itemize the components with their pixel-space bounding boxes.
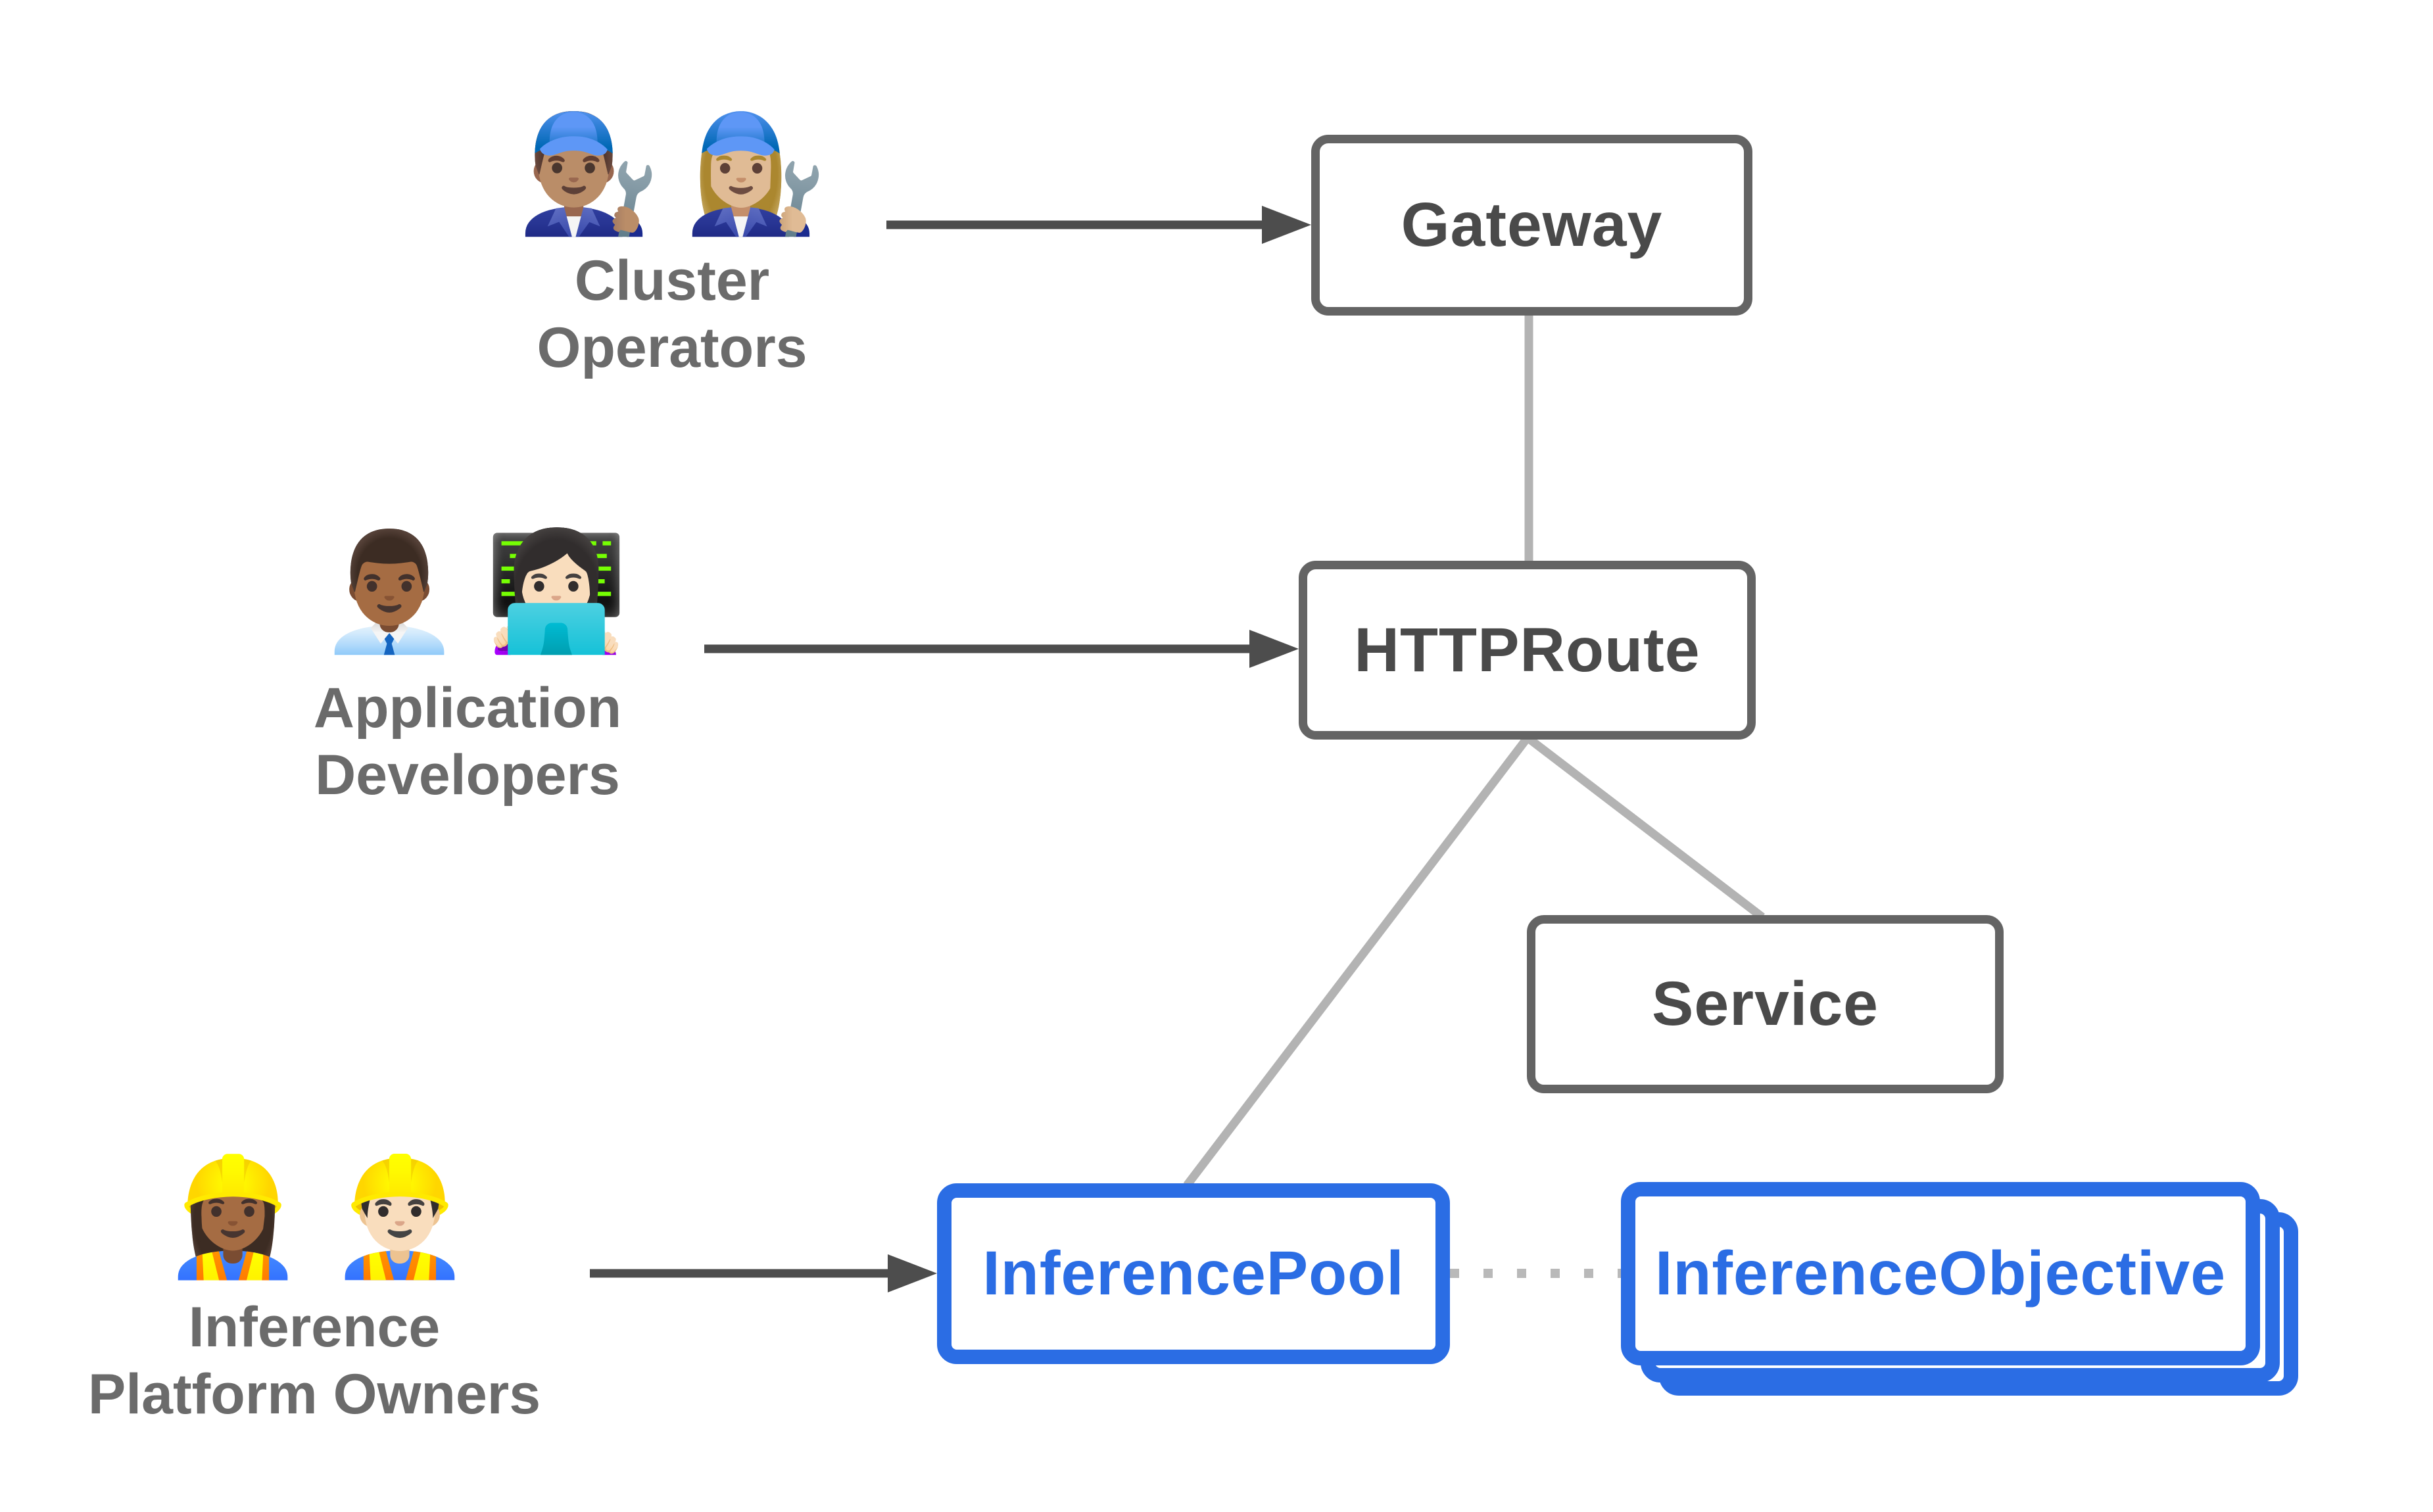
man-mechanic-emoji: 👨🏽‍🔧: [517, 110, 660, 238]
inference-platform-owners-label: Inference Platform Owners: [0, 1294, 775, 1428]
arrow-platform-owners-inferencepool: [590, 1254, 937, 1292]
node-httproute: HTTPRoute: [1299, 561, 1756, 740]
cluster-operators-label-line2: Operators: [537, 316, 807, 379]
application-developers-label-line2: Developers: [315, 744, 620, 807]
application-developers-label: Application Developers: [7, 674, 928, 809]
application-developers-label-line1: Application: [313, 676, 622, 740]
edge-httproute-inferencepool: [1183, 735, 1531, 1188]
service-label: Service: [1651, 969, 1879, 1039]
inference-platform-owners-label-line2: Platform Owners: [87, 1363, 541, 1426]
httproute-label: HTTPRoute: [1354, 615, 1700, 685]
arrow-cluster-operators-gateway: [886, 206, 1311, 244]
gateway-label: Gateway: [1401, 190, 1663, 260]
node-inferencepool: InferencePool: [937, 1183, 1450, 1364]
node-service: Service: [1527, 915, 2004, 1093]
cluster-operators-emoji-row: 👨🏽‍🔧 👩🏼‍🔧: [517, 115, 827, 233]
man-office-worker-emoji: 👨🏾‍💼: [318, 528, 461, 656]
inferenceobjective-label: InferenceObjective: [1654, 1239, 2227, 1308]
woman-mechanic-emoji: 👩🏼‍🔧: [684, 110, 827, 238]
node-inferenceobjective: InferenceObjective: [1621, 1182, 2260, 1365]
arrow-application-developers-httproute: [704, 630, 1299, 668]
man-construction-worker-emoji: 👷🏻‍♂️: [328, 1153, 471, 1281]
node-gateway: Gateway: [1311, 135, 1752, 316]
woman-construction-worker-emoji: 👷🏾‍♀️: [161, 1153, 304, 1281]
edge-httproute-service: [1525, 734, 1765, 921]
inference-platform-owners-emoji-row: 👷🏾‍♀️ 👷🏻‍♂️: [161, 1158, 471, 1277]
cluster-operators-label-line1: Cluster: [574, 249, 770, 312]
cluster-operators-label: Cluster Operators: [212, 247, 1132, 381]
application-developers-emoji-row: 👨🏾‍💼 👩🏻‍💻: [318, 533, 628, 651]
inference-platform-owners-label-line1: Inference: [188, 1296, 441, 1359]
woman-technologist-emoji: 👩🏻‍💻: [485, 528, 628, 656]
inferencepool-label: InferencePool: [982, 1239, 1405, 1308]
